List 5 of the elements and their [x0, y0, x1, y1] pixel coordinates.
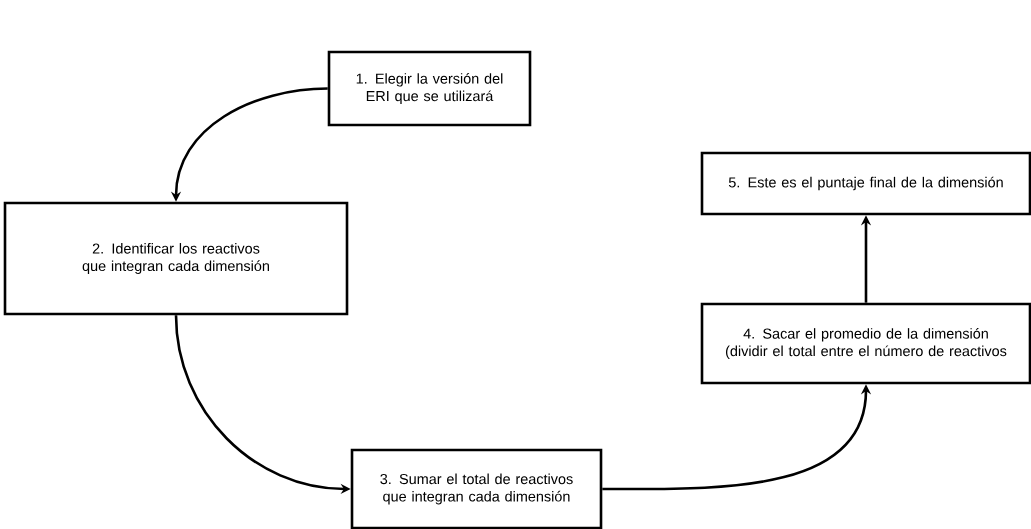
- process-box: 2. Identificar los reactivos que integran cada dimensión: [3, 201, 349, 316]
- process-box: 5. Este es el puntaje final de la dimensión: [700, 151, 1031, 216]
- process-box: 4. Sacar el promedio de la dimensión (dividir el total entre el número de reactivos: [700, 302, 1031, 385]
- process-box: 3. Sumar el total de reactivos que integran cada dimensión: [350, 448, 603, 529]
- process-box: 1. Elegir la versión del ERI que se utilizará: [327, 50, 532, 127]
